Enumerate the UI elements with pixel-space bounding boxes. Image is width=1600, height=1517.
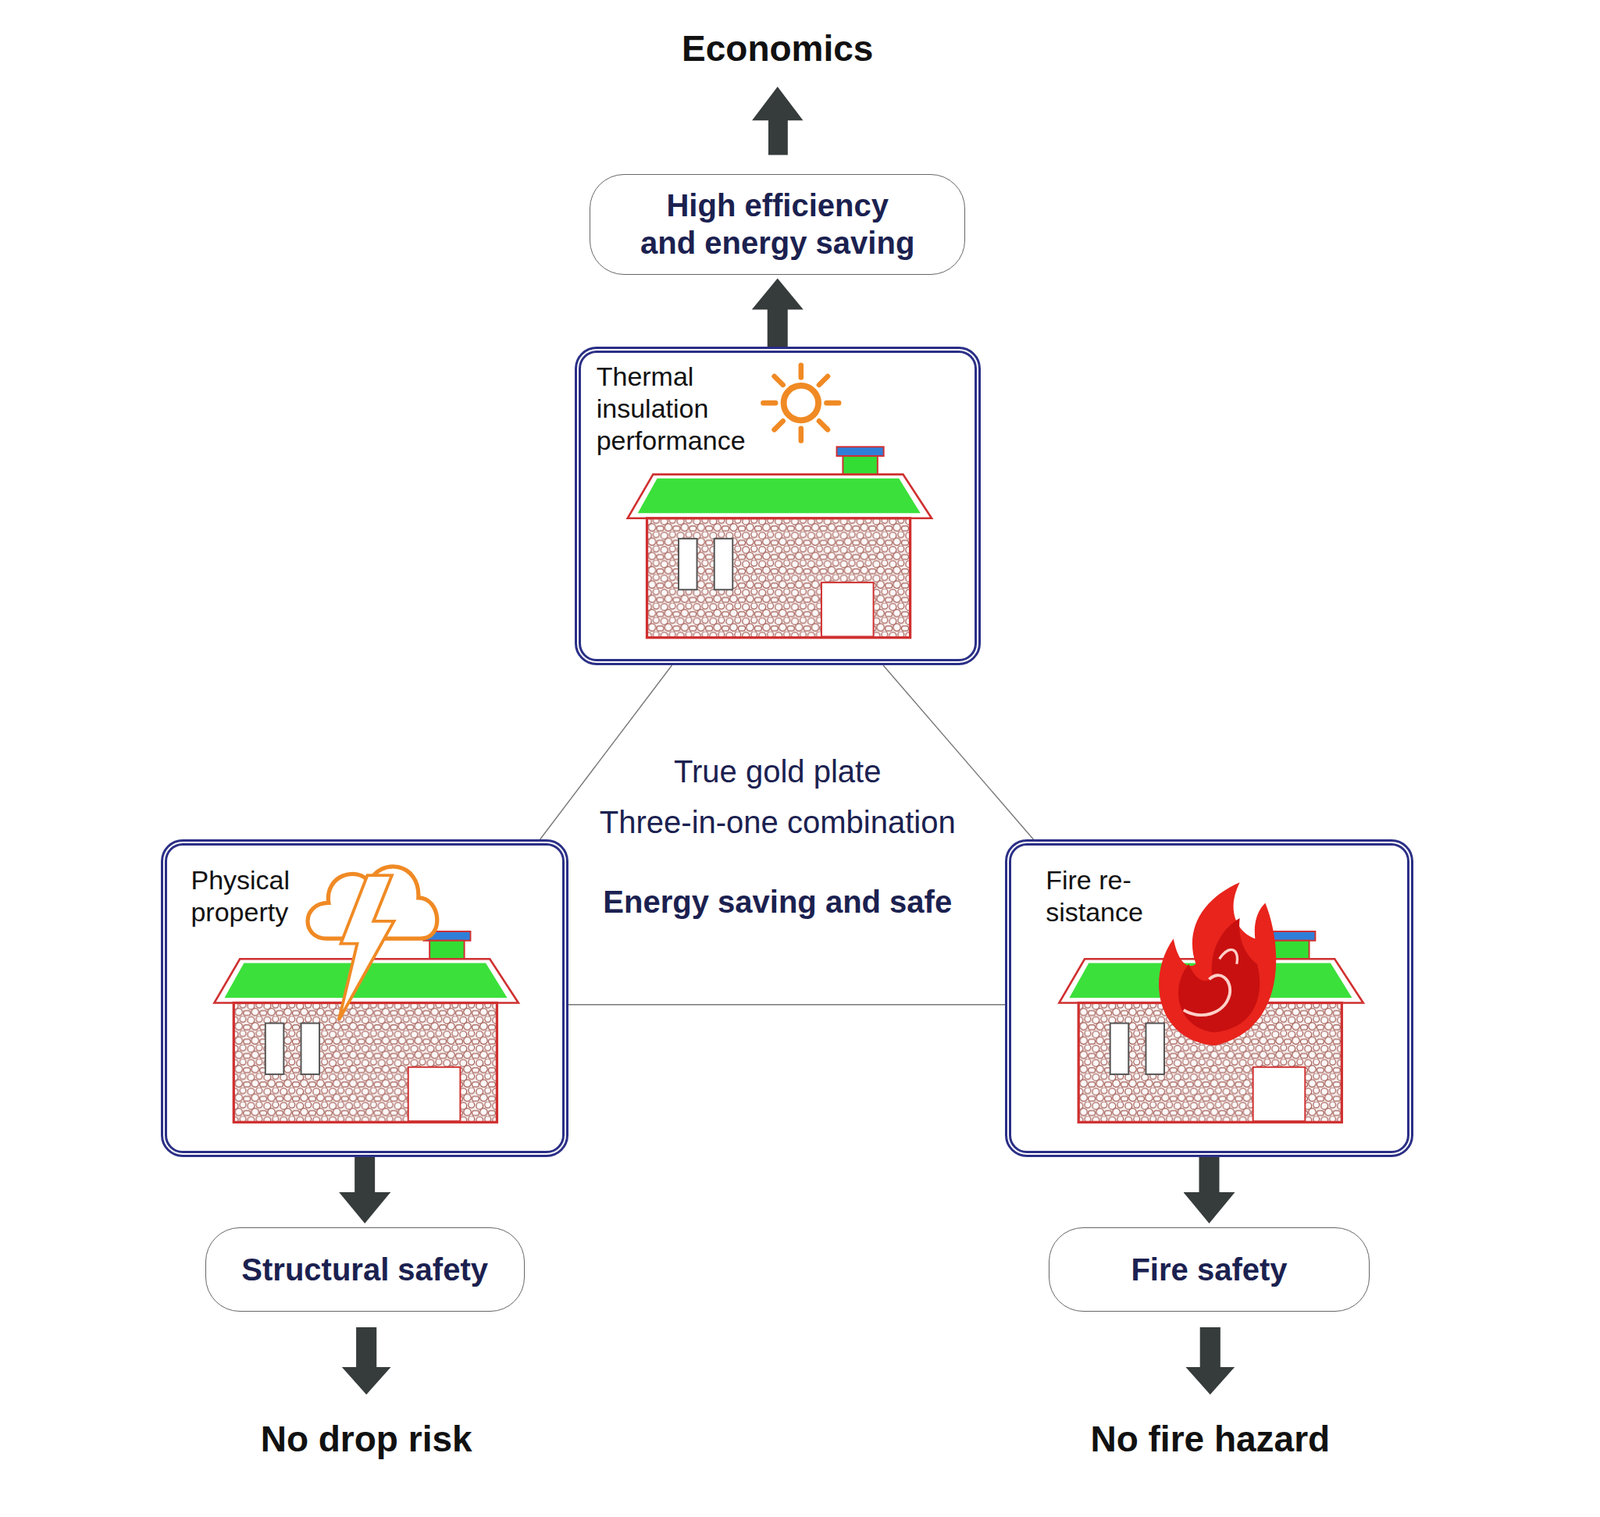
property-box: Fire re- sistance [1004,839,1414,1157]
sun-ray [819,376,828,385]
sun-ray [762,400,776,407]
result-text: Fire safety [1130,1250,1287,1289]
property-box: Physical property [160,839,568,1157]
text-holder: Structural safety [241,1250,489,1289]
plain-arrow [342,1327,392,1395]
sun-ray [774,376,784,385]
flow-arrow [354,1157,375,1194]
result-pill: High efficiency and energy saving [589,174,966,275]
diagram-label: Energy saving and safe [598,883,957,921]
result-pill: Fire safety [1048,1227,1369,1312]
sun-ray [798,365,805,378]
flame-icon [1158,882,1276,1046]
result-text: High efficiency and energy saving [637,186,919,262]
link-line [568,1004,1005,1005]
sun-ray [819,420,828,430]
flow-arrow [767,309,788,348]
plain-arrow [751,86,803,156]
sun-ray [798,428,805,442]
property-label: Physical property [190,864,324,929]
text-holder: High efficiency and energy saving [637,186,919,262]
property-label: Thermal insulation performance [596,360,777,457]
sun-ray [774,420,784,430]
sun-icon [762,365,839,442]
diagram-label: No drop risk [256,1418,478,1462]
sun-ray [826,400,839,407]
property-label: Fire re- sistance [1045,864,1163,929]
text-holder: Fire safety [1130,1250,1287,1289]
diagram-label: Three-in-one combination [595,803,961,841]
diagram-label: True gold plate [669,752,886,791]
diagram-label: No fire hazard [1085,1418,1335,1462]
result-text: Structural safety [241,1250,489,1289]
flow-arrow [1199,1157,1220,1194]
storm-icon [307,866,438,1021]
diagram-label: Economics [677,27,878,71]
result-pill: Structural safety [205,1227,525,1312]
plain-arrow [1185,1327,1235,1395]
house-picture [627,446,932,638]
property-box: Thermal insulation performance [574,346,981,666]
